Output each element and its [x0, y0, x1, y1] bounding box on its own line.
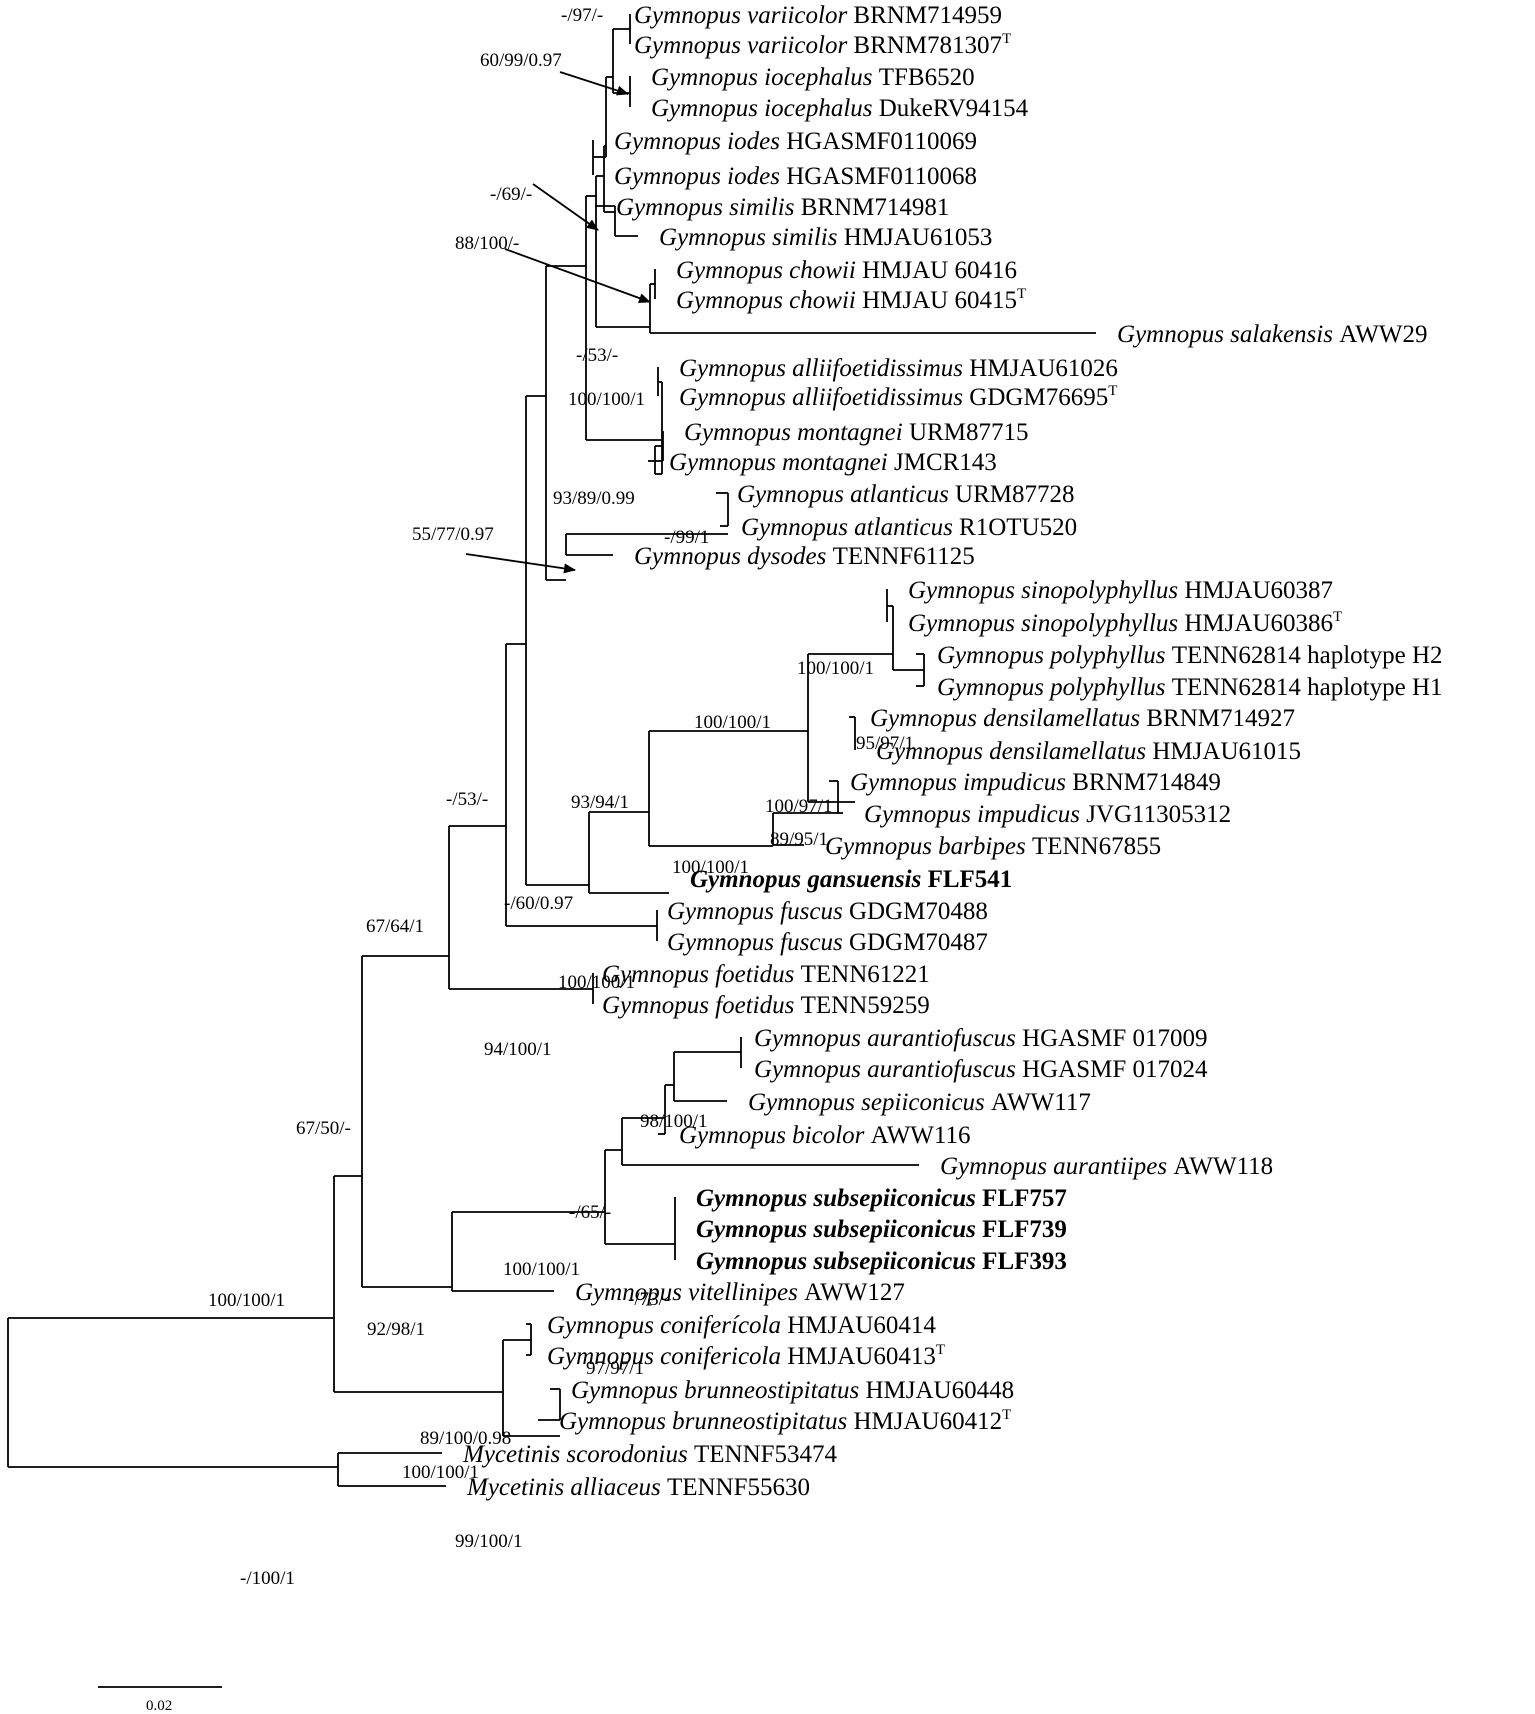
support-label: 100/100/1: [208, 1290, 285, 1311]
support-label: -/53/-: [576, 345, 618, 366]
support-label: 93/94/1: [571, 792, 629, 813]
tip-label: Gymnopus dysodes TENNF61125: [634, 543, 975, 570]
support-label: 94/100/1: [484, 1039, 552, 1060]
tip-label: Gymnopus atlanticus R1OTU520: [741, 514, 1077, 541]
support-labels: -/97/- 60/99/0.97 -/69/- 88/100/- -/53/- 100/…: [208, 5, 914, 1589]
tip-label: Gymnopus aurantiofuscus HGASMF 017009: [754, 1025, 1208, 1052]
scale-bar: 0.02: [98, 1686, 222, 1714]
tip-label: Gymnopus densilamellatus HMJAU61015: [876, 738, 1301, 765]
support-label: 98/100/1: [640, 1111, 708, 1132]
tip-label: Gymnopus iodes HGASMF0110068: [614, 163, 977, 190]
support-label: 89/95/1: [770, 829, 828, 850]
tip-label: Gymnopus variicolor BRNM781307T: [634, 31, 1011, 59]
tip-label: Gymnopus impudicus JVG11305312: [864, 801, 1231, 828]
tip-label: Gymnopus fuscus GDGM70487: [667, 929, 988, 956]
tip-label: Gymnopus variicolor BRNM714959: [634, 2, 1002, 29]
support-label: 100/100/1: [568, 389, 645, 410]
support-label: 100/100/1: [402, 1462, 479, 1483]
tip-label: Gymnopus gansuensis FLF541: [690, 866, 1012, 893]
support-label: -/100/1: [240, 1568, 295, 1589]
tip-label: Gymnopus atlanticus URM87728: [737, 481, 1075, 508]
support-label: 67/50/-: [296, 1118, 351, 1139]
tip-label: Gymnopus bicolor AWW116: [679, 1122, 970, 1149]
support-label: 60/99/0.97: [480, 50, 562, 71]
tip-label: Gymnopus alliifoetidissimus HMJAU61026: [679, 355, 1118, 382]
tip-label: Gymnopus iocephalus TFB6520: [651, 64, 975, 91]
tip-label: Gymnopus conifericola HMJAU60413T: [547, 1342, 945, 1370]
tip-label: Gymnopus sinopolyphyllus HMJAU60387: [908, 577, 1333, 604]
support-label: 100/97/1: [765, 796, 833, 817]
tip-label: Gymnopus barbipes TENN67855: [825, 833, 1161, 860]
tip-label: Gymnopus brunneostipitatus HMJAU60448: [571, 1377, 1014, 1404]
support-label: 100/100/1: [694, 712, 771, 733]
support-label: -/97/-: [561, 5, 603, 26]
support-label: 93/89/0.99: [553, 488, 635, 509]
support-arrow: [532, 183, 599, 231]
tip-label: Gymnopus densilamellatus BRNM714927: [870, 705, 1295, 732]
tip-label: Gymnopus polyphyllus TENN62814 haplotype…: [937, 642, 1443, 669]
tip-label: Gymnopus similis HMJAU61053: [659, 224, 992, 251]
tip-label: Gymnopus aurantiipes AWW118: [940, 1153, 1273, 1180]
support-label: 100/100/1: [503, 1259, 580, 1280]
support-label: 89/100/0.98: [420, 1428, 511, 1449]
tip-label: Gymnopus foetidus TENN59259: [602, 992, 930, 1019]
tip-label: Gymnopus sepiiconicus AWW117: [748, 1089, 1091, 1116]
tip-label: Gymnopus impudicus BRNM714849: [850, 769, 1221, 796]
tip-label: Mycetinis scorodonius TENNF53474: [462, 1441, 838, 1468]
tip-label: Gymnopus fuscus GDGM70488: [667, 898, 988, 925]
tip-label: Gymnopus montagnei URM87715: [684, 419, 1028, 446]
support-label: -/73/-: [628, 1289, 670, 1310]
support-label: 95/97/1: [856, 733, 914, 754]
support-label: 100/100/1: [558, 972, 635, 993]
tip-label: Gymnopus similis BRNM714981: [616, 194, 949, 221]
tree-branches: [7, 14, 1096, 1487]
tip-label: Gymnopus sinopolyphyllus HMJAU60386T: [908, 609, 1342, 637]
tip-label: Gymnopus subsepiiconicus FLF739: [696, 1216, 1067, 1243]
support-label: -/99/1: [664, 527, 709, 548]
support-label: 100/100/1: [797, 658, 874, 679]
scale-bar-label: 0.02: [146, 1698, 172, 1714]
support-label: 92/98/1: [367, 1319, 425, 1340]
support-label: 99/100/1: [455, 1531, 523, 1552]
tip-label: Mycetinis alliaceus TENNF55630: [466, 1474, 810, 1501]
tip-label: Gymnopus brunneostipitatus HMJAU60412T: [559, 1407, 1011, 1435]
tip-label: Gymnopus foetidus TENN61221: [602, 961, 930, 988]
tip-label: Gymnopus chowii HMJAU 60415T: [676, 286, 1026, 314]
tip-label: Gymnopus montagnei JMCR143: [669, 449, 997, 476]
support-arrow: [559, 71, 629, 96]
tip-label: Gymnopus vitellinipes AWW127: [575, 1279, 905, 1306]
support-arrows: [465, 71, 651, 574]
support-label: 67/64/1: [366, 916, 424, 937]
tip-label: Gymnopus aurantiofuscus HGASMF 017024: [754, 1056, 1208, 1083]
tip-label: Gymnopus chowii HMJAU 60416: [676, 257, 1017, 284]
support-label: 88/100/-: [455, 233, 519, 254]
support-label: -/60/0.97: [504, 893, 573, 914]
tip-label: Gymnopus alliifoetidissimus GDGM76695T: [679, 383, 1117, 411]
support-arrow: [504, 248, 651, 303]
support-arrow: [465, 553, 576, 574]
tip-label: Gymnopus salakensis AWW29: [1117, 321, 1427, 348]
tip-label: Gymnopus iocephalus DukeRV94154: [651, 95, 1029, 122]
tip-label: Gymnopus polyphyllus TENN62814 haplotype…: [937, 674, 1443, 701]
support-label: 97/97/1: [586, 1358, 644, 1379]
tip-label: Gymnopus subsepiiconicus FLF757: [696, 1185, 1067, 1212]
tip-label: Gymnopus coniferícola HMJAU60414: [547, 1312, 936, 1339]
tip-label: Gymnopus subsepiiconicus FLF393: [696, 1248, 1067, 1275]
tip-label: Gymnopus iodes HGASMF0110069: [614, 128, 977, 155]
support-label: 55/77/0.97: [412, 524, 494, 545]
support-label: -/69/-: [490, 184, 532, 205]
support-label: -/53/-: [446, 789, 488, 810]
support-label: 100/100/1: [672, 857, 749, 878]
support-label: -/65/-: [569, 1202, 611, 1223]
